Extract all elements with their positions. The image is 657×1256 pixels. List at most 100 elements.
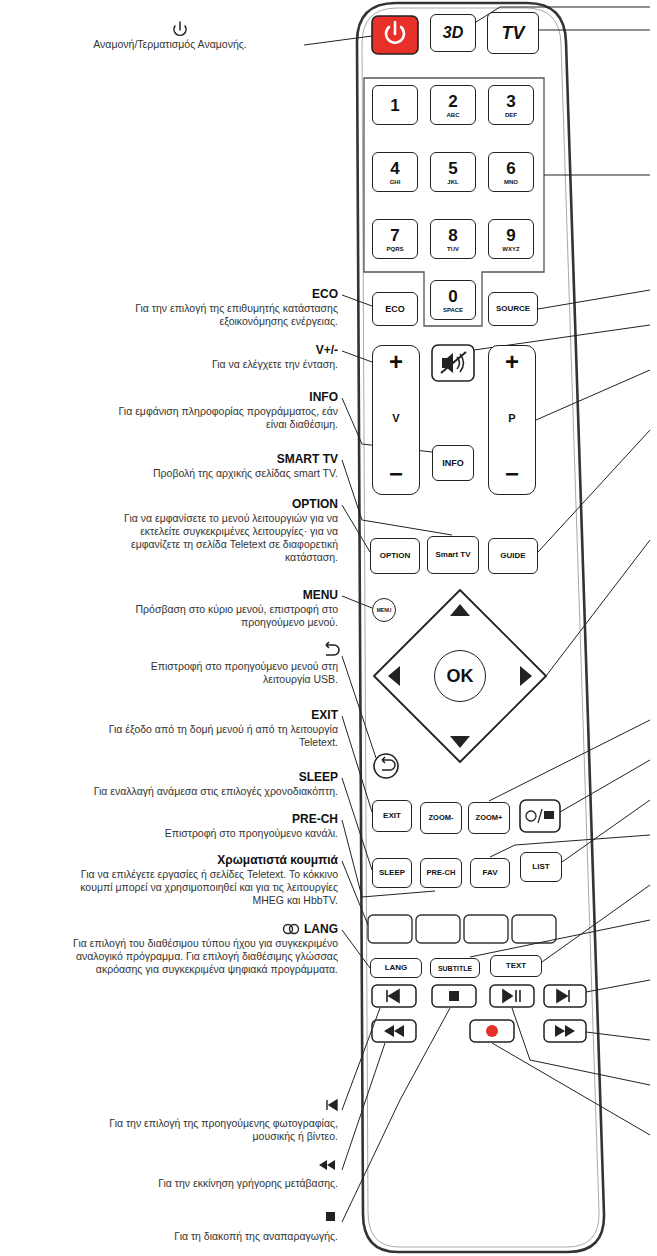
leader-line	[538, 290, 650, 309]
button-sublabel: WXYZ	[502, 246, 519, 252]
button-description: Για την εκκίνηση γρήγορης μετάβασης.	[108, 1177, 338, 1190]
remote-button: FAV	[470, 858, 510, 888]
button-sublabel: MNO	[504, 179, 518, 185]
remote-button: 5JKL	[430, 152, 476, 192]
rewind-button	[372, 1020, 416, 1042]
button-label: SLEEP	[379, 869, 405, 877]
button-sublabel: DEF	[505, 112, 517, 118]
button-label: FAV	[483, 869, 498, 877]
remote-button: EXIT	[372, 800, 412, 832]
button-name: OPTION	[238, 497, 338, 511]
button-label: ECO	[385, 305, 405, 314]
button-label: SOURCE	[496, 305, 530, 313]
navigation-pad	[374, 590, 546, 762]
forward-icon	[555, 1025, 575, 1037]
button-label: Smart TV	[435, 551, 470, 559]
keypad-frame	[364, 78, 544, 326]
button-label: ZOOM-	[429, 814, 454, 822]
leader-line	[560, 760, 650, 812]
power-symbol	[179, 22, 181, 30]
button-name: SMART TV	[218, 452, 338, 466]
button-label: 1	[390, 97, 399, 114]
button-description: Για έξοδο από τη δομή μενού ή από τη λει…	[108, 723, 338, 749]
button-description: Για την επιλογή της επιθυμητής κατάσταση…	[108, 302, 338, 328]
button-label: 0	[448, 288, 457, 305]
mute-icon	[441, 352, 466, 373]
leader-line	[342, 596, 372, 608]
arrow-up	[450, 604, 470, 616]
remote-housing	[357, 3, 604, 1252]
button-name: ECO	[278, 287, 338, 301]
leader-line	[342, 295, 372, 306]
button-sublabel: −	[389, 462, 403, 486]
remote-button: 4GHI	[372, 152, 418, 192]
arrow-down	[450, 736, 470, 748]
button-label: 3	[506, 93, 515, 110]
button-label: LANG	[385, 964, 408, 972]
rocker-button: +V−	[372, 345, 420, 495]
play-pause-button	[490, 985, 534, 1007]
leader-line	[342, 1008, 450, 1222]
button-label: TEXT	[506, 962, 526, 970]
button-label: 4	[390, 160, 399, 177]
remote-button: 9WXYZ	[488, 219, 534, 259]
remote-button: LANG	[370, 958, 422, 978]
stop-icon	[449, 991, 459, 1001]
leader-line	[490, 835, 650, 857]
button-label: 3D	[443, 25, 463, 41]
mute-button	[432, 345, 474, 381]
button-description: Επιστροφή στο προηγούμενο κανάλι.	[108, 827, 338, 840]
button-label: 5	[448, 160, 457, 177]
leader-line	[342, 1008, 380, 1110]
previous-symbol	[327, 1100, 337, 1110]
button-label: SUBTITLE	[438, 965, 472, 972]
red-button	[368, 915, 412, 943]
button-label: MENU	[377, 608, 392, 613]
button-label: GUIDE	[500, 552, 525, 560]
housing-inner-edge	[362, 8, 599, 1247]
leader-line	[512, 1008, 650, 1085]
remote-button: GUIDE	[488, 538, 538, 574]
blue-button	[512, 915, 556, 943]
stop-symbol	[326, 1212, 335, 1221]
remote-button: INFO	[432, 445, 474, 481]
remote-button: SOURCE	[488, 292, 538, 326]
green-button	[416, 915, 460, 943]
arrow-right	[520, 666, 532, 686]
media-icon	[538, 809, 542, 823]
leader-line	[342, 656, 376, 758]
button-sublabel: P	[508, 413, 515, 424]
remote-button: 6MNO	[488, 152, 534, 192]
remote-button: 1	[372, 85, 418, 125]
button-label: 6	[506, 160, 515, 177]
remote-button: LIST	[520, 852, 562, 882]
button-name: EXIT	[258, 708, 338, 722]
button-name: PRE-CH	[258, 812, 338, 826]
next-icon	[557, 990, 569, 1002]
button-label: TV	[501, 24, 524, 42]
button-label: LIST	[532, 863, 549, 871]
button-description: Για την επιλογή της προηγούμενης φωτογρα…	[88, 1117, 338, 1143]
button-name: LANG	[300, 922, 338, 936]
button-label: 9	[506, 227, 515, 244]
record-button	[470, 1020, 514, 1042]
return-symbol	[326, 642, 339, 655]
remote-button: ZOOM+	[468, 802, 510, 834]
button-name: SLEEP	[258, 770, 338, 784]
button-description: Πρόσβαση στο κύριο μενού, επιστροφή στο …	[123, 603, 338, 629]
media-icon	[526, 811, 536, 821]
return-button	[374, 754, 398, 778]
arrow-left	[388, 666, 400, 686]
remote-button: 3D	[430, 14, 476, 52]
button-sublabel: V	[392, 413, 399, 424]
remote-button: Smart TV	[427, 536, 479, 574]
button-sublabel: −	[505, 462, 519, 486]
record-icon	[486, 1025, 498, 1037]
remote-button: TV	[487, 12, 539, 54]
remote-button: OPTION	[370, 538, 420, 574]
leader-line	[536, 370, 650, 420]
button-label: PRE-CH	[427, 869, 456, 877]
button-name: V+/-	[258, 343, 338, 357]
button-label: 2	[448, 93, 457, 110]
